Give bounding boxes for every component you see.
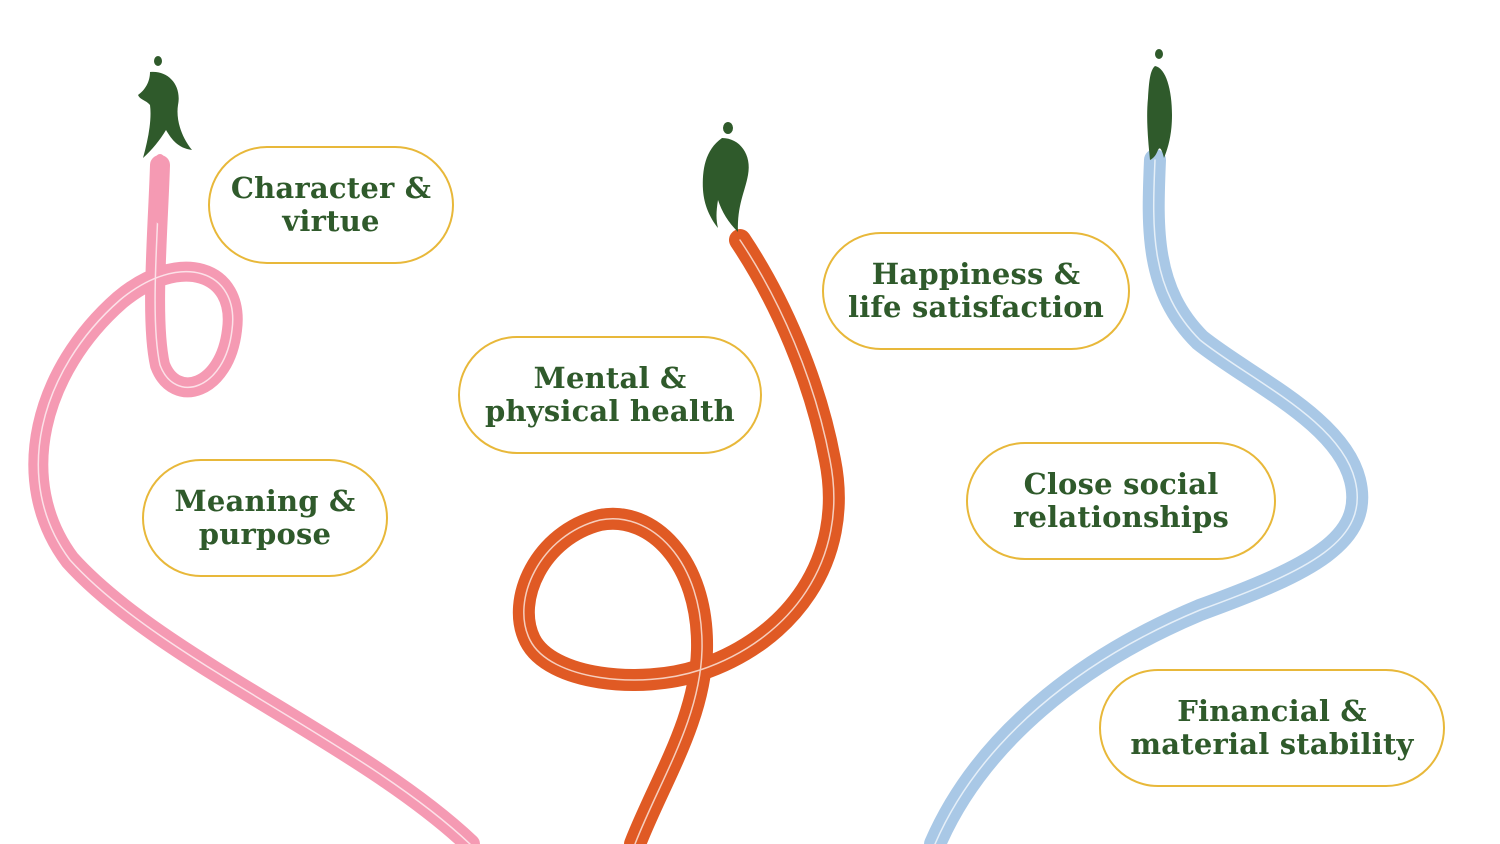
domain-label-line: material stability bbox=[1130, 727, 1414, 761]
blue-path bbox=[924, 149, 1369, 844]
domain-label-line: physical health bbox=[485, 394, 735, 428]
domain-label-line: Meaning & bbox=[174, 484, 356, 518]
domain-pill-character-virtue: Character & virtue bbox=[208, 146, 454, 264]
domain-label-line: Happiness & bbox=[871, 257, 1081, 291]
domain-pill-meaning-purpose: Meaning & purpose bbox=[142, 459, 388, 577]
domain-pill-close-social-relationships: Close social relationships bbox=[966, 442, 1276, 560]
domain-label-line: Mental & bbox=[533, 361, 687, 395]
domain-label-line: Financial & bbox=[1177, 694, 1367, 728]
domain-pill-financial-material-stability: Financial & material stability bbox=[1099, 669, 1445, 787]
domain-pill-happiness-life-satisfaction: Happiness & life satisfaction bbox=[822, 232, 1130, 350]
domain-label-line: virtue bbox=[282, 204, 380, 238]
person-figure-icon bbox=[138, 56, 192, 158]
pink-path bbox=[28, 154, 480, 844]
orange-path bbox=[512, 229, 845, 844]
domain-label-line: purpose bbox=[198, 517, 332, 551]
domain-label-line: Close social bbox=[1023, 467, 1219, 501]
domain-label-line: Character & bbox=[230, 171, 432, 205]
domain-label-line: life satisfaction bbox=[847, 290, 1105, 324]
person-figure-icon bbox=[702, 122, 749, 232]
person-figure-icon bbox=[1147, 49, 1172, 160]
domain-label-line: relationships bbox=[1012, 500, 1229, 534]
domain-pill-mental-physical-health: Mental & physical health bbox=[458, 336, 762, 454]
